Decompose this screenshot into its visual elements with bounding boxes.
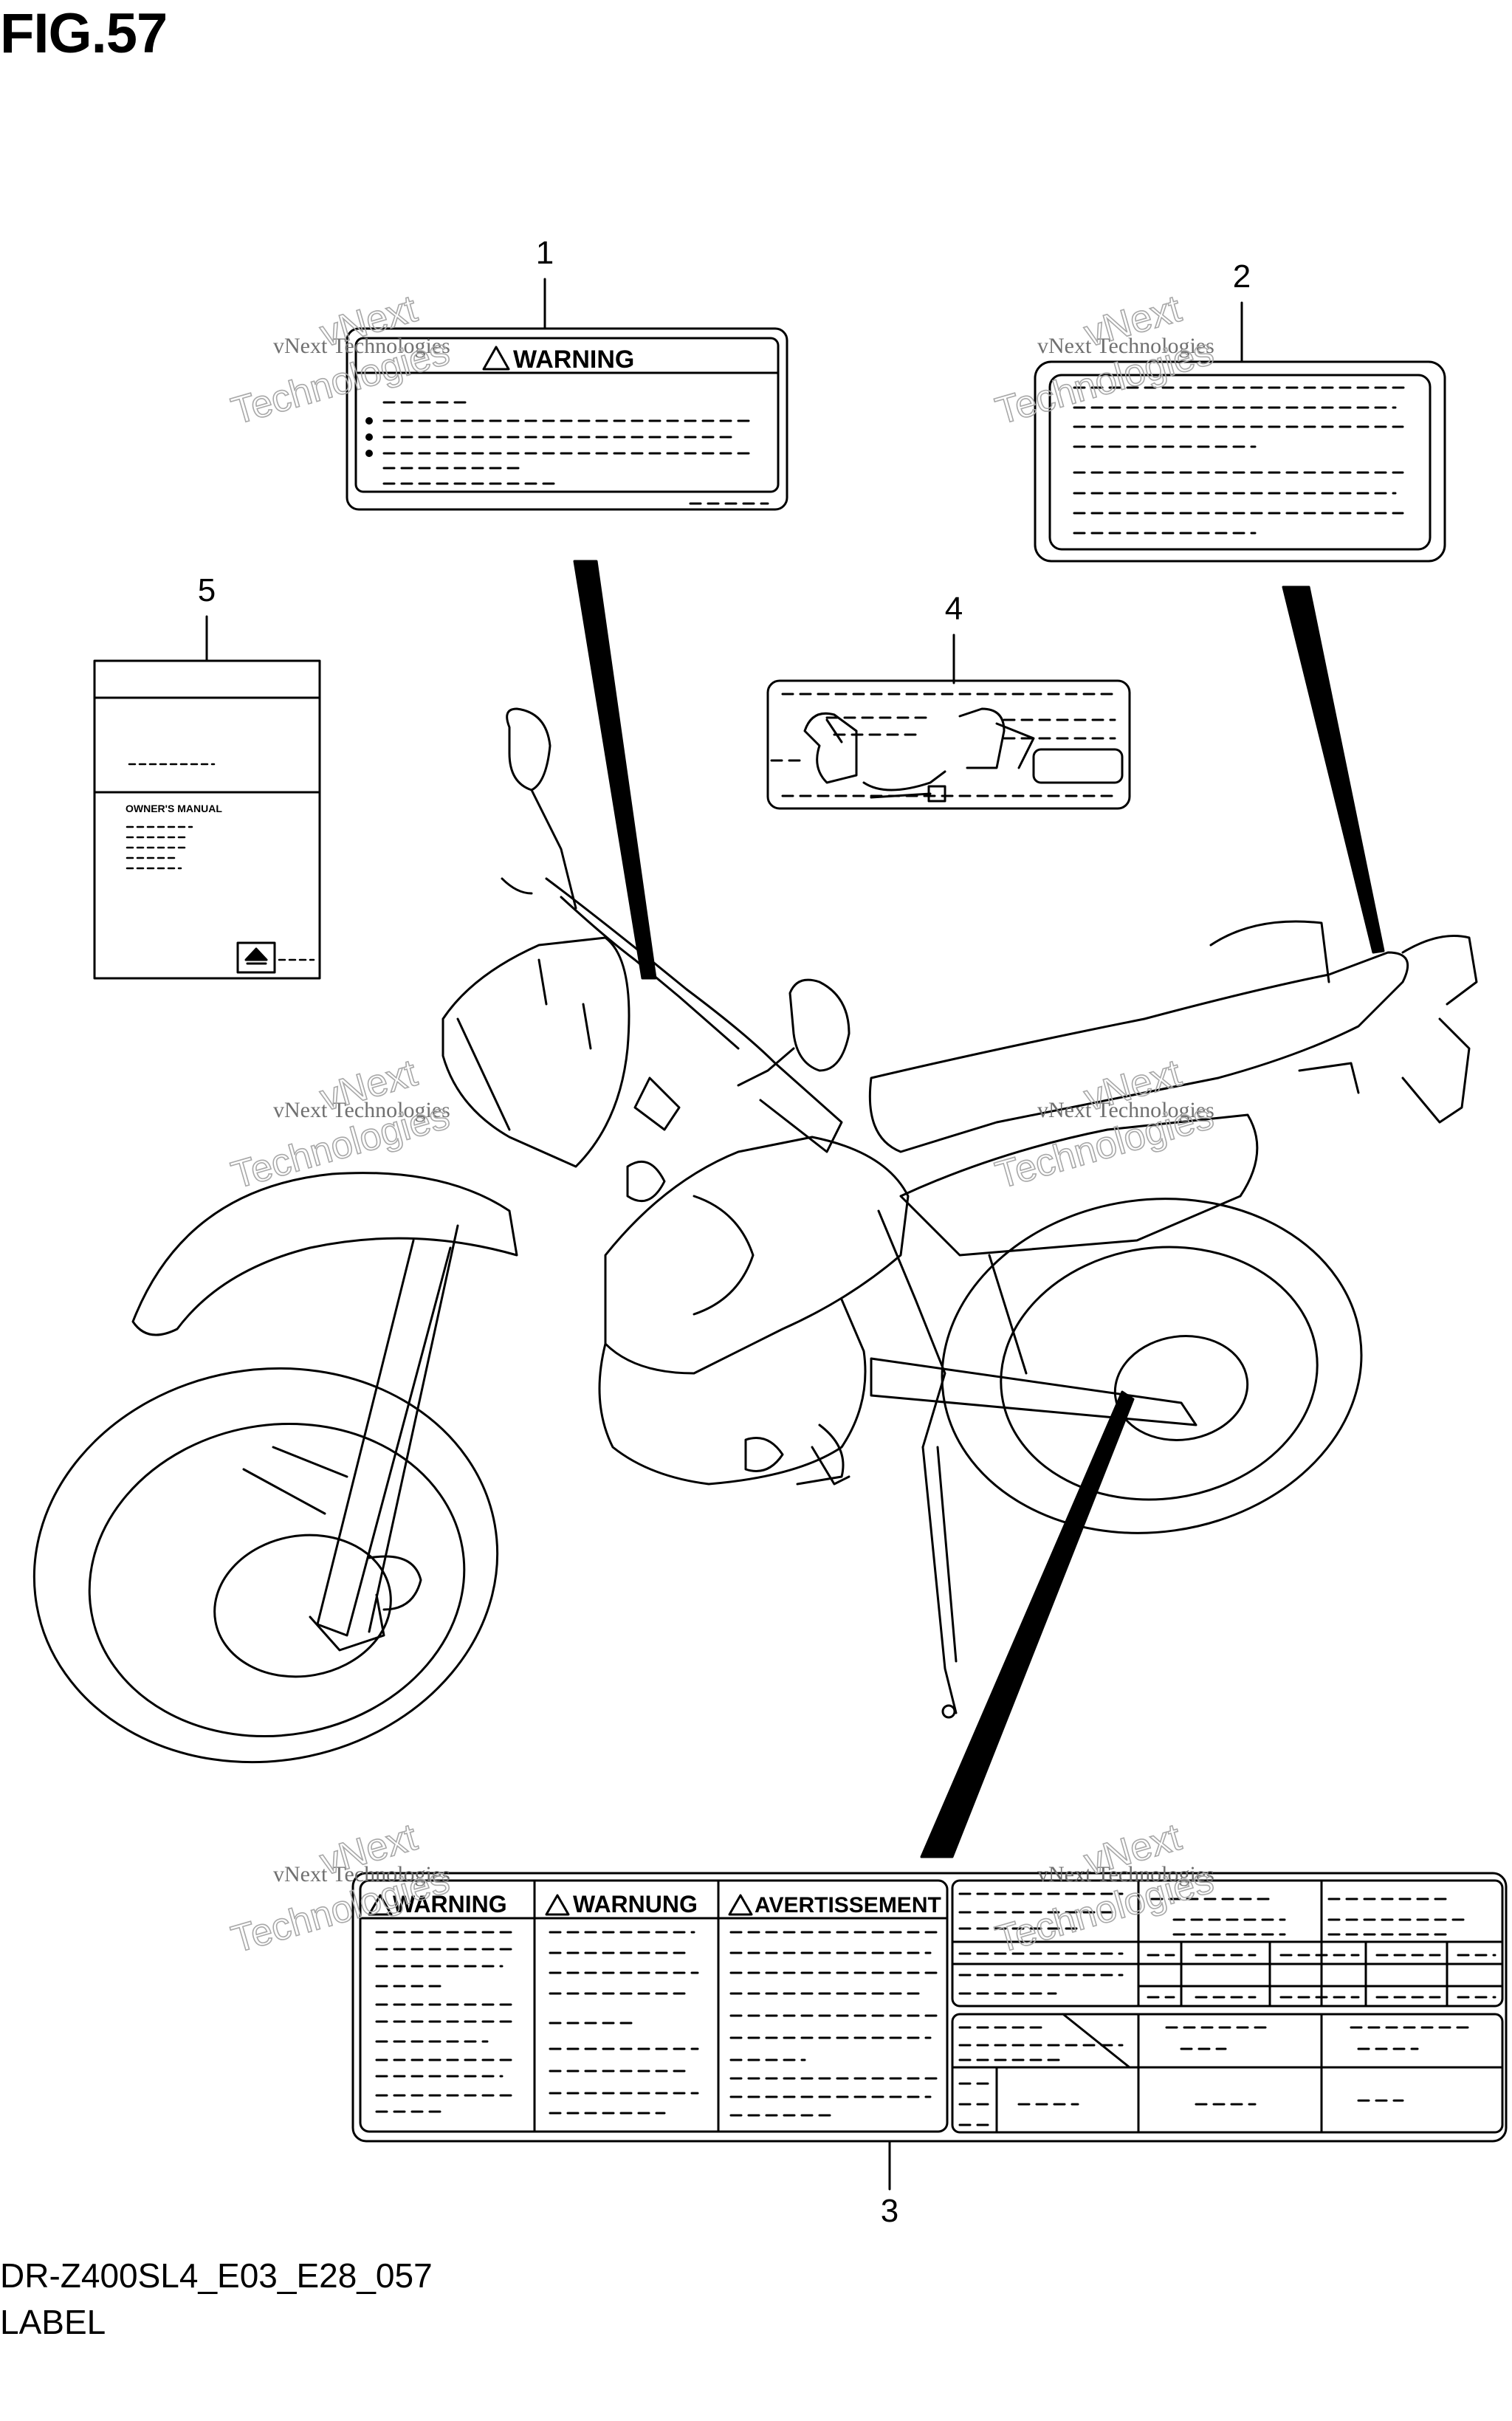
callout-2: 2 [1232, 258, 1251, 295]
pointer-label-3 [920, 1390, 1135, 1858]
label-3-warning-title: WARNING [393, 1891, 507, 1917]
motorcycle-drawing [32, 707, 1478, 1764]
owners-manual [93, 659, 321, 980]
manual-title: OWNER'S MANUAL [126, 803, 222, 814]
watermark-text: vNext Technologies [1037, 334, 1214, 358]
watermark-text: vNext Technologies [1037, 1098, 1214, 1122]
watermark-group: vNext Technologies vNext Technologies vN… [227, 286, 1219, 1962]
watermark-text: vNext Technologies [273, 334, 450, 358]
callout-5: 5 [197, 572, 216, 608]
figure-title: FIG.57 [0, 2, 168, 65]
callout-3: 3 [880, 2193, 899, 2229]
watermark-text: vNext Technologies [1037, 1862, 1214, 1886]
label-4-diagram [766, 679, 1131, 810]
label-3-avertissement-title: AVERTISSEMENT [755, 1893, 941, 1917]
label-2 [1034, 360, 1446, 563]
watermark-text: vNext Technologies [273, 1098, 450, 1122]
pointer-label-1 [573, 560, 657, 980]
label-1-warning [346, 327, 788, 511]
label-3-warnung-title: WARNUNG [573, 1891, 698, 1917]
model-code: DR-Z400SL4_E03_E28_057 [0, 2256, 433, 2295]
label-3-multilanguage [351, 1872, 1508, 2143]
label-1-warning-title: WARNING [513, 346, 634, 374]
pointer-label-2 [1282, 585, 1385, 954]
watermark-text: vNext Technologies [273, 1862, 450, 1886]
figure-name: LABEL [0, 2303, 106, 2341]
callout-1: 1 [535, 235, 554, 271]
callout-4: 4 [944, 591, 963, 627]
